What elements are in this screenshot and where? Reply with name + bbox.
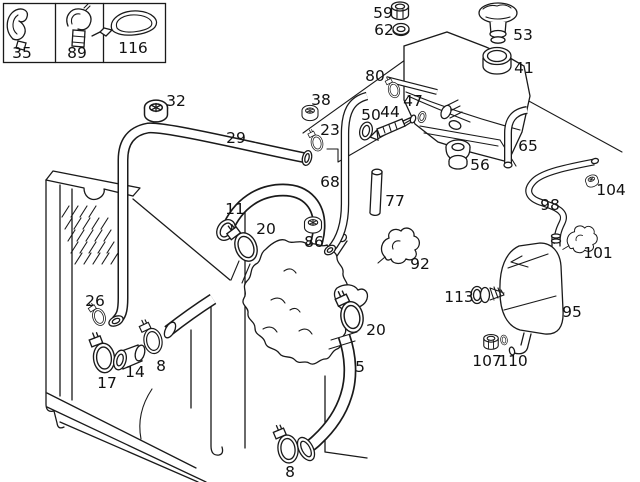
seal-ring-62 <box>392 22 410 37</box>
grommet-56 <box>445 139 471 170</box>
label-26: 26 <box>85 292 105 310</box>
label-107: 107 <box>472 352 502 370</box>
label-92: 92 <box>410 255 430 273</box>
label-47: 47 <box>403 92 423 110</box>
label-32: 32 <box>166 92 186 110</box>
tank-cap <box>478 2 518 44</box>
formed-hose-29 <box>108 122 313 327</box>
label-86: 86 <box>304 233 324 251</box>
radiator <box>45 170 231 482</box>
straight-pipe-77 <box>369 168 383 216</box>
overflow-tank <box>499 233 564 356</box>
washer-110 <box>499 334 509 346</box>
label-68: 68 <box>320 173 340 191</box>
overflow-hose-98 <box>525 157 600 245</box>
label-116: 116 <box>118 39 148 57</box>
valve-44 <box>368 114 417 141</box>
label-95: 95 <box>562 303 582 321</box>
label-14: 14 <box>125 363 145 381</box>
nut-59 <box>390 1 410 21</box>
grommet-32 <box>143 99 169 123</box>
cable-tie-icon <box>91 10 158 37</box>
screw-113 <box>470 285 505 305</box>
label-77: 77 <box>385 192 405 210</box>
label-8b: 8 <box>285 463 295 481</box>
label-35: 35 <box>12 44 32 62</box>
label-113: 113 <box>444 288 474 306</box>
label-8a: 8 <box>156 357 166 375</box>
part-labels: 35 89 116 32 29 59 62 53 41 80 38 23 50 … <box>12 4 626 481</box>
hose-clamp-17 <box>86 328 117 375</box>
label-23: 23 <box>320 121 340 139</box>
label-44: 44 <box>380 103 400 121</box>
holding-clamp-icon <box>66 3 92 48</box>
lower-hose-stub <box>163 293 217 339</box>
lower-radiator-hose-5 <box>296 331 358 462</box>
label-59: 59 <box>373 4 393 22</box>
label-104: 104 <box>596 181 626 199</box>
label-41: 41 <box>514 59 534 77</box>
connecting-pipe-14 <box>113 344 146 371</box>
label-20b: 20 <box>366 321 386 339</box>
label-65: 65 <box>518 137 538 155</box>
label-20a: 20 <box>256 220 276 238</box>
radiator-fins <box>61 205 119 265</box>
label-98: 98 <box>540 196 560 214</box>
nut-107 <box>483 333 499 350</box>
label-17: 17 <box>97 374 117 392</box>
label-110: 110 <box>498 352 528 370</box>
vent-hose-68 <box>323 91 369 256</box>
label-11: 11 <box>225 200 245 218</box>
label-89: 89 <box>67 44 87 62</box>
label-80: 80 <box>365 67 385 85</box>
grommet-86 <box>303 216 323 234</box>
label-56: 56 <box>470 156 490 174</box>
label-29: 29 <box>226 129 246 147</box>
label-53: 53 <box>513 26 533 44</box>
label-101: 101 <box>583 244 613 262</box>
label-5: 5 <box>355 358 365 376</box>
label-62: 62 <box>374 21 394 39</box>
label-50: 50 <box>361 106 381 124</box>
label-38: 38 <box>311 91 331 109</box>
hose-clamp-8b <box>270 421 301 466</box>
hose-clip-icon <box>6 8 29 51</box>
expansion-tank <box>385 31 531 167</box>
overflow-hose-65 <box>503 106 528 169</box>
legend-box <box>2 2 167 64</box>
